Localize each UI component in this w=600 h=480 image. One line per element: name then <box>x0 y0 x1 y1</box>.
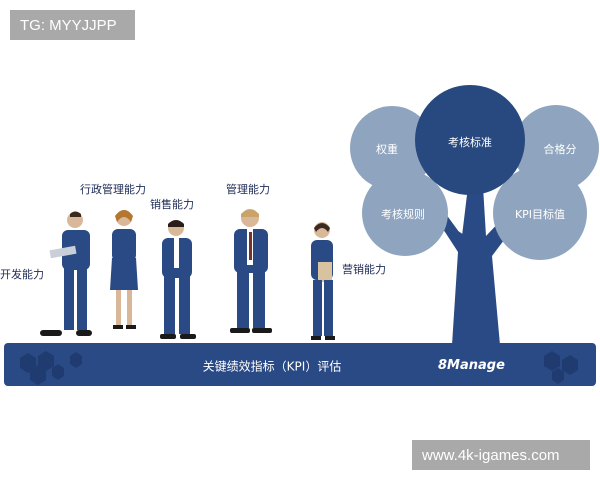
watermark-top: TG: MYYJJPP <box>10 10 135 40</box>
tree-trunk <box>432 170 528 345</box>
bubble-kaohe-guize <box>362 170 448 256</box>
label-guanli: 管理能力 <box>226 183 270 196</box>
label-xingzheng: 行政管理能力 <box>80 183 146 196</box>
person-admin <box>110 210 138 329</box>
person-developer <box>40 211 92 336</box>
base-title: 关键绩效指标（KPI）评估 <box>202 359 342 374</box>
bubble-label-quanzhong: 权重 <box>376 143 398 156</box>
label-xiaoshou: 销售能力 <box>150 198 194 211</box>
hexagon-decor-right <box>544 351 578 384</box>
label-yingxiao: 营销能力 <box>342 263 386 276</box>
bubble-label-kpi-mubiao: KPI目标值 <box>514 208 566 221</box>
bubble-label-kaohe-guize: 考核规则 <box>381 208 425 221</box>
bubble-kpi-mubiao <box>493 166 587 260</box>
hexagon-decor-left <box>20 351 82 385</box>
brand-logo-text: 8Manage <box>438 358 505 373</box>
person-sales <box>160 220 196 339</box>
bubble-label-kaohe-biaozhun: 考核标准 <box>448 136 492 149</box>
bubble-kaohe-biaozhun <box>415 85 525 195</box>
watermark-top-text: TG: MYYJJPP <box>20 16 117 34</box>
label-kaifa: 开发能力 <box>0 268 44 281</box>
watermark-bottom-text: www.4k-igames.com <box>422 446 560 464</box>
person-marketing <box>311 222 335 340</box>
bubble-label-hege-fen: 合格分 <box>543 143 577 156</box>
person-manager <box>230 209 272 333</box>
base-platform <box>4 343 596 386</box>
bubble-quanzhong <box>350 106 434 190</box>
watermark-bottom: www.4k-igames.com <box>412 440 590 470</box>
